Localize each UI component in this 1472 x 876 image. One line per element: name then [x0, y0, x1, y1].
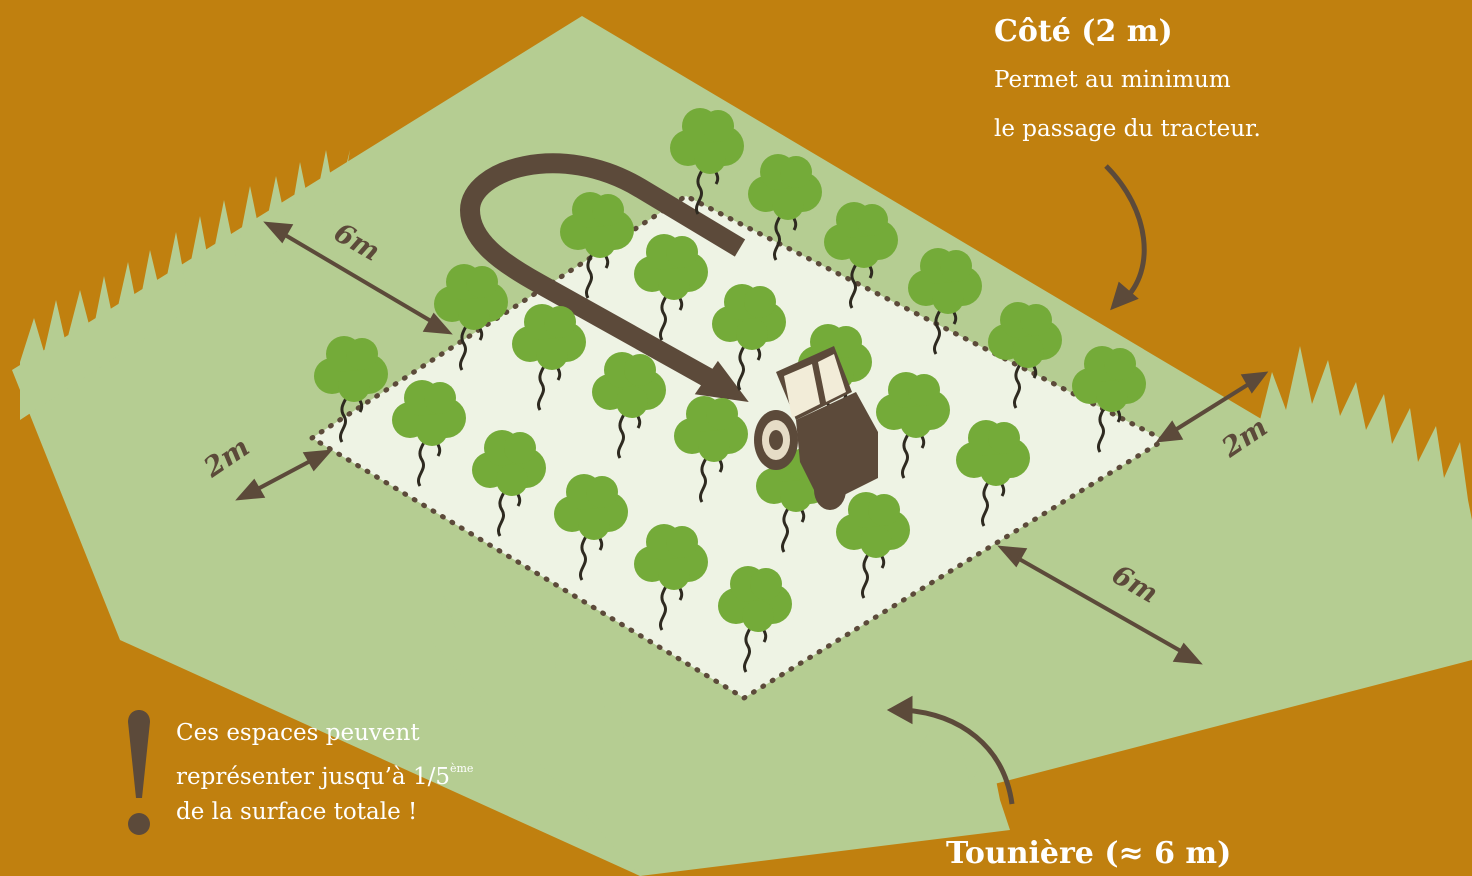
vine-plant-icon	[560, 192, 634, 299]
vine-plant-icon	[392, 380, 466, 487]
headland-label: Tounière (≈ 6 m)	[946, 836, 1231, 871]
vine-plant-icon	[988, 302, 1062, 409]
double-arrow-icon	[997, 545, 1203, 665]
vine-plant-icon	[314, 336, 388, 443]
vine-plant-icon	[824, 202, 898, 309]
note-line-3: de la surface totale !	[176, 799, 418, 825]
note-line-2-main: représenter jusqu’à 1/5	[176, 764, 450, 790]
u-turn-arrow-icon	[459, 153, 749, 402]
vine-plant-icon	[718, 566, 792, 673]
vine-plant-icon	[634, 234, 708, 341]
tractor-icon	[754, 346, 878, 510]
vine-plant-icon	[670, 108, 744, 215]
vine-plant-icon	[512, 304, 586, 411]
vine-plant-icon	[712, 284, 786, 391]
double-arrow-icon	[263, 221, 453, 335]
vine-plant-icon	[634, 524, 708, 631]
vine-plant-icon	[592, 352, 666, 459]
curved-arrow-icon	[886, 695, 1015, 805]
vine-plant-icon	[434, 264, 508, 371]
side-description-line-2: le passage du tracteur.	[994, 116, 1261, 142]
vine-plant-icon	[1072, 346, 1146, 453]
vine-plant-icon	[908, 248, 982, 355]
vine-plant-icon	[674, 396, 748, 503]
side-description-line-1: Permet au minimum	[994, 67, 1231, 93]
note-line-2: représenter jusqu’à 1/5ème	[176, 751, 473, 795]
exclamation-icon	[128, 710, 150, 835]
vine-plant-icon	[876, 372, 950, 479]
curved-arrow-icon	[1104, 164, 1147, 311]
note-line-1: Ces espaces peuvent	[176, 720, 420, 746]
surface-note: Ces espaces peuvent représenter jusqu’à …	[176, 716, 473, 830]
side-title: Côté (2 m)	[994, 14, 1173, 49]
vine-plant-icon	[472, 430, 546, 537]
vine-plant-icon	[836, 492, 910, 599]
vine-plant-icon	[748, 154, 822, 261]
dimension-arrows	[235, 221, 1269, 665]
headland-title: Tounière (≈ 6 m)	[946, 836, 1232, 871]
note-line-2-superscript: ème	[449, 762, 474, 775]
double-arrow-icon	[235, 449, 333, 501]
side-label: Côté (2 m) Permet au minimum le passage …	[994, 14, 1261, 147]
vine-plant-icon	[956, 420, 1030, 527]
vine-plant-icon	[554, 474, 628, 581]
double-arrow-icon	[1155, 371, 1269, 443]
